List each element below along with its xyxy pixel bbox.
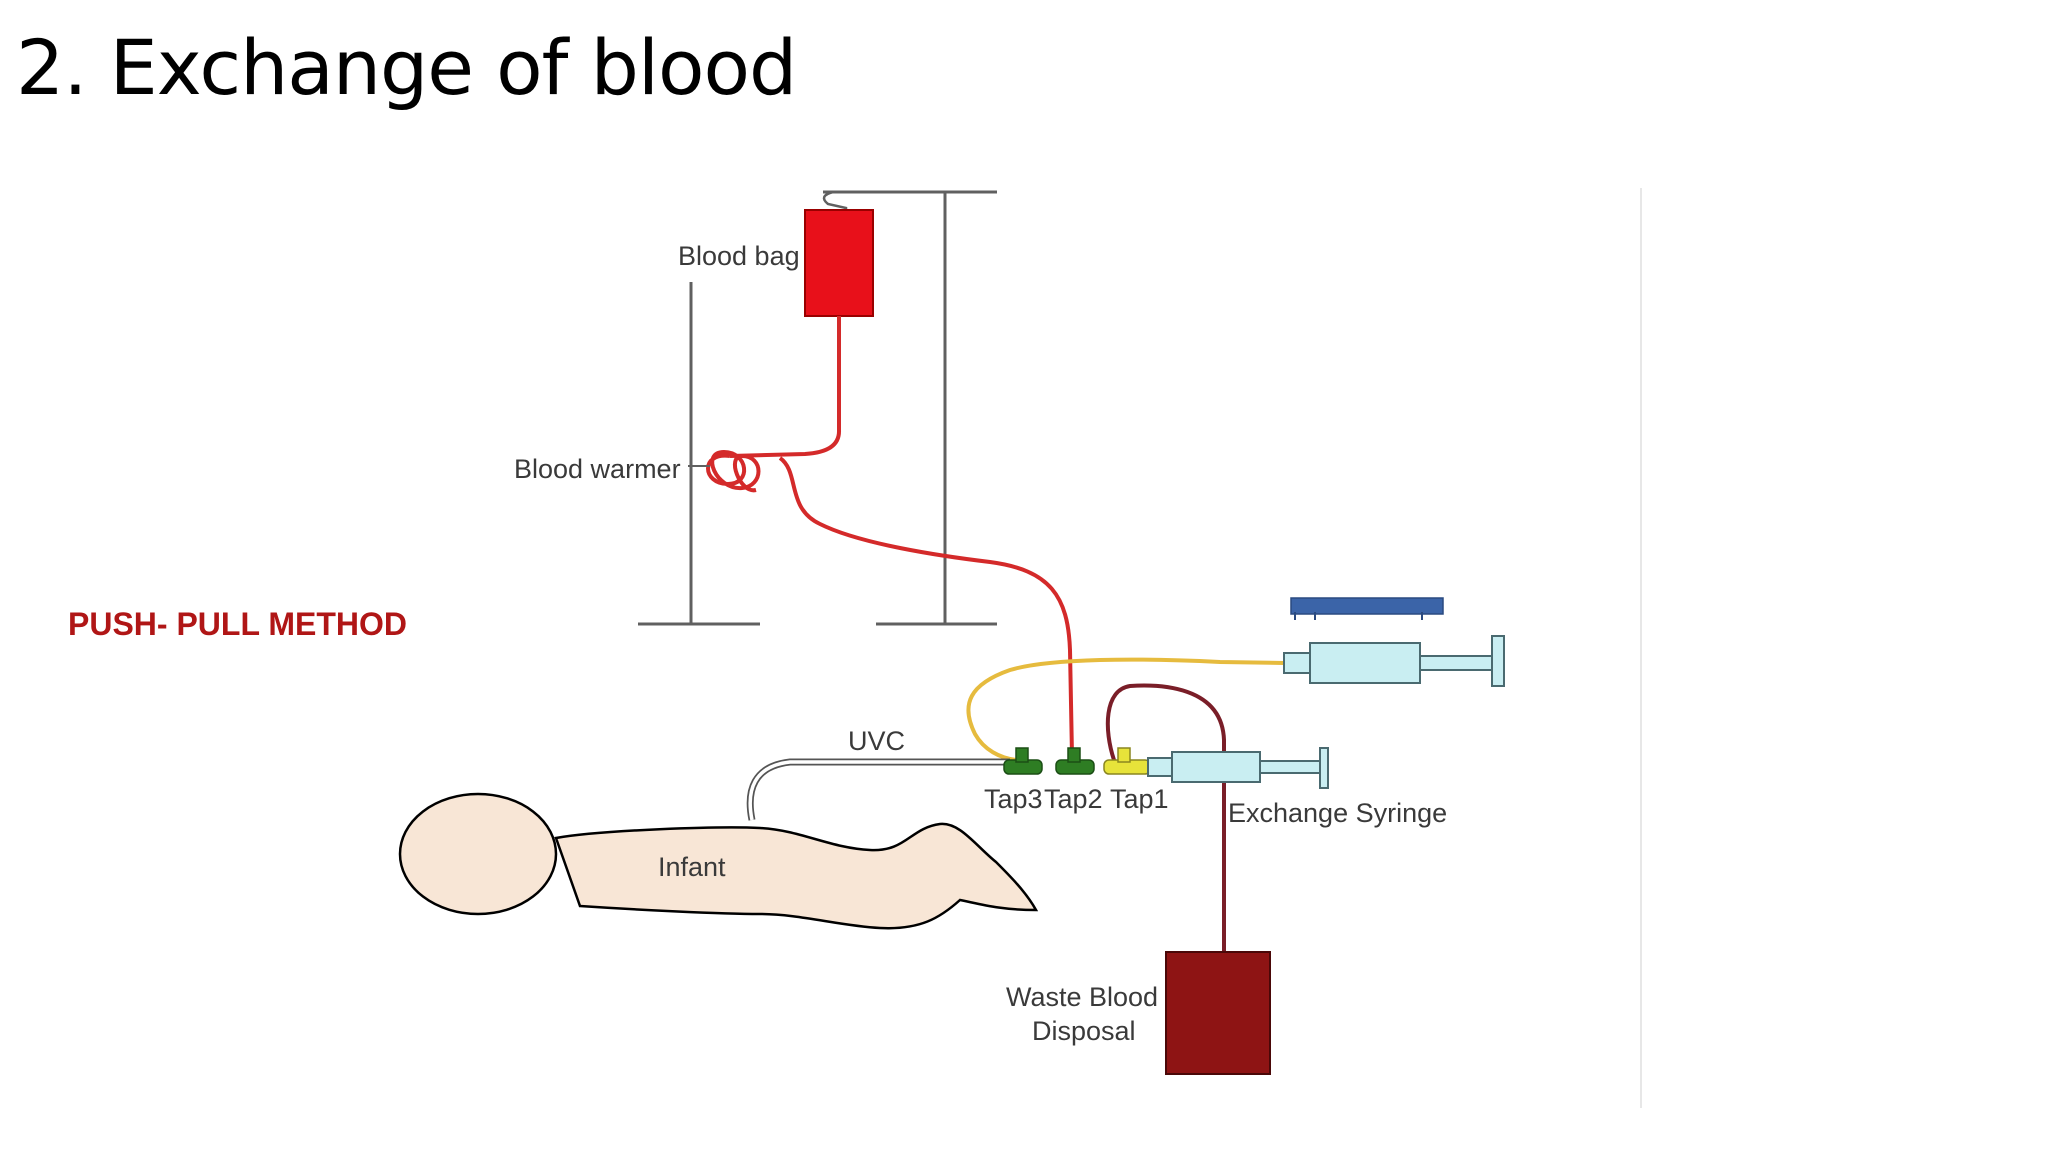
label-blood-bag: Blood bag	[678, 241, 800, 271]
label-tap1: Tap1	[1110, 784, 1169, 814]
albumin-cap	[1290, 597, 1444, 615]
label-uvc: UVC	[848, 726, 905, 756]
label-tap2: Tap2	[1044, 784, 1103, 814]
albumin-syringe	[1283, 597, 1505, 687]
label-infant: Infant	[658, 852, 726, 882]
slide-divider	[1640, 188, 1642, 1108]
method-label: PUSH- PULL METHOD	[68, 606, 407, 642]
waste-blood-bag	[1165, 951, 1271, 1075]
exchange-syringe	[1147, 747, 1329, 789]
blood-bag	[804, 209, 874, 317]
label-tap3: Tap3	[984, 784, 1043, 814]
label-waste-line1: Waste Blood	[1006, 982, 1158, 1012]
albumin-line	[966, 657, 1285, 762]
blood-line	[729, 316, 841, 458]
label-exchange-syringe: Exchange Syringe	[1228, 798, 1447, 828]
infant-figure	[398, 792, 1039, 930]
label-waste-line2: Disposal	[1032, 1016, 1136, 1046]
iv-stand	[638, 190, 997, 626]
tap3-valve	[1003, 747, 1043, 775]
uvc-catheter	[746, 758, 1010, 821]
blood-line-to-tap2	[778, 456, 1074, 757]
label-blood-warmer: Blood warmer	[514, 454, 681, 484]
tap2-valve	[1055, 747, 1095, 775]
bag-hook	[822, 190, 848, 214]
slide-title: 2. Exchange of blood	[16, 23, 797, 112]
blood-warmer-coil	[688, 449, 761, 493]
waste-line	[1105, 683, 1226, 952]
